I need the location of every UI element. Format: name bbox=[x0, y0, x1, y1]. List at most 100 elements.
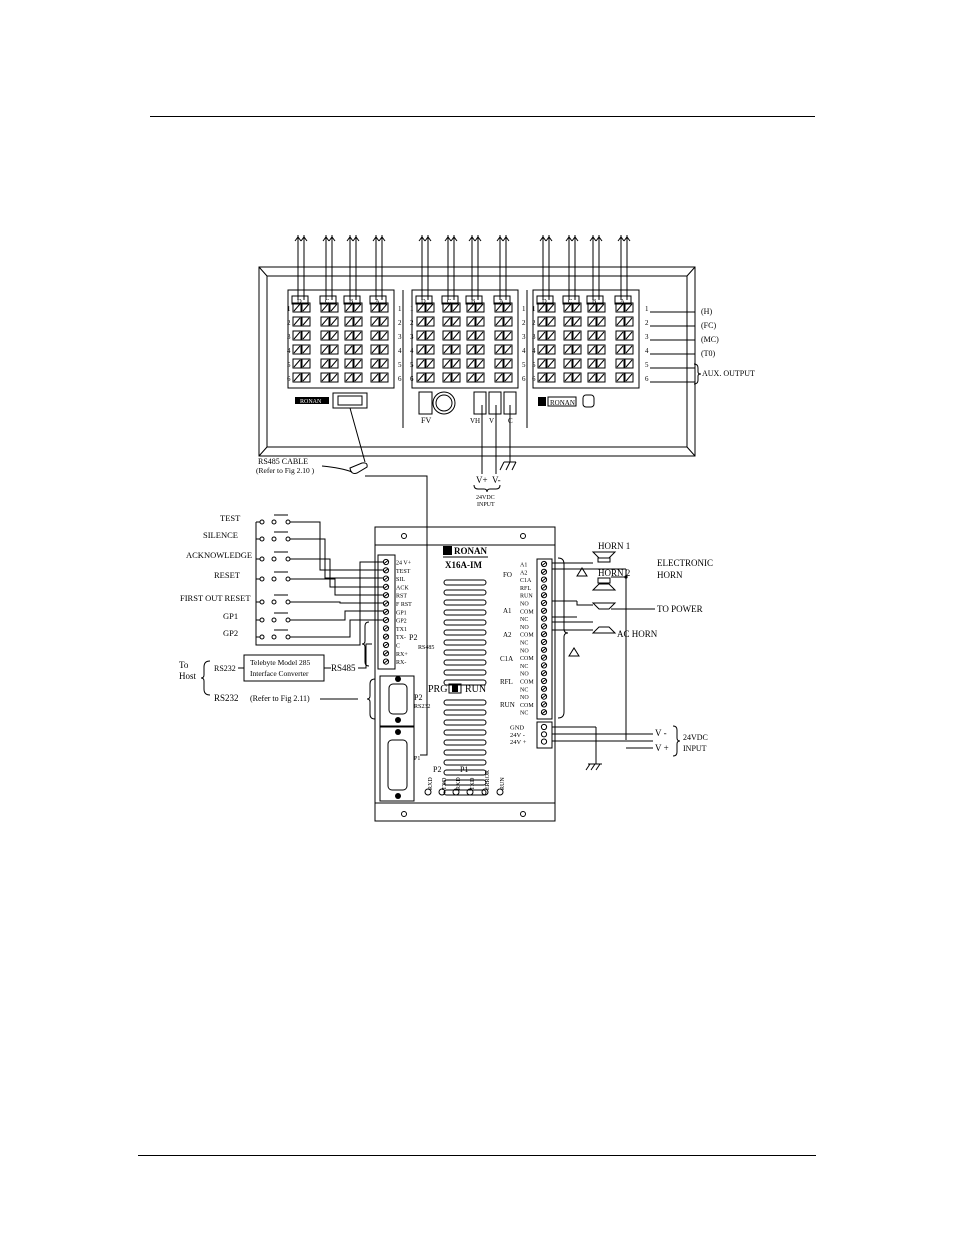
switch-4: RESET bbox=[214, 570, 383, 602]
rs232-top: RS232 bbox=[214, 664, 236, 673]
brand-logo-icon bbox=[538, 397, 546, 406]
power-caption-2: INPUT bbox=[477, 502, 495, 508]
vent-slot bbox=[443, 619, 487, 626]
horn1-icon bbox=[591, 551, 617, 559]
row-label-right: 4 bbox=[398, 347, 402, 355]
db9-connector-small: RONAN bbox=[295, 392, 368, 409]
left-terminal-label: RX- bbox=[396, 660, 406, 666]
column-label: A bbox=[375, 298, 380, 305]
switch-6: GP1 bbox=[223, 610, 383, 637]
right-terminal-label: NO bbox=[520, 695, 529, 701]
rs485-label: RS485 bbox=[418, 645, 434, 651]
led-icon bbox=[496, 788, 504, 796]
p2-label: P2 bbox=[409, 633, 417, 642]
right-terminal-label: NO bbox=[520, 672, 529, 678]
led-label: RUN bbox=[500, 777, 506, 790]
vent-slot bbox=[443, 699, 487, 706]
db25-port-icon bbox=[387, 739, 408, 791]
power-caption-1: 24VDC bbox=[476, 495, 495, 501]
led-label: RXD bbox=[428, 777, 434, 790]
vent-slot bbox=[443, 649, 487, 656]
left-terminal-label: C bbox=[396, 644, 400, 650]
row-label-right: 4 bbox=[522, 347, 526, 355]
rs485-cable: RS485 CABLE (Refer to Fig 2.10 ) bbox=[256, 407, 428, 756]
right-terminal-label: NC bbox=[520, 617, 528, 623]
left-terminal-label: TEST bbox=[396, 569, 411, 575]
row-label-left: 3 bbox=[287, 333, 291, 341]
vh-label: VH bbox=[470, 417, 480, 425]
row-label-left: 5 bbox=[532, 361, 536, 369]
vent-slot bbox=[443, 709, 487, 716]
row-label-left: 4 bbox=[532, 347, 536, 355]
horn1-label: HORN 1 bbox=[598, 541, 630, 551]
right-terminal-label: COM bbox=[520, 656, 534, 662]
switch-1: TEST bbox=[220, 513, 383, 571]
group-fo: FO bbox=[503, 571, 512, 579]
power-out-2: INPUT bbox=[683, 744, 707, 753]
prg-label: PRG bbox=[428, 684, 447, 695]
column-label: A bbox=[499, 298, 504, 305]
right-terminal-label: NC bbox=[520, 711, 528, 717]
module-model: X16A-IM bbox=[445, 560, 482, 570]
electronic-2: HORN bbox=[657, 570, 683, 580]
row-label-right: 3 bbox=[645, 333, 649, 341]
vent-slot bbox=[443, 779, 487, 786]
right-terminal-label: COM bbox=[520, 633, 534, 639]
right-terminal-label: NO bbox=[520, 648, 529, 654]
led-icon bbox=[481, 788, 489, 796]
column-label: C bbox=[447, 298, 451, 305]
row-label-left: 2 bbox=[287, 319, 291, 327]
electronic-1: ELECTRONIC bbox=[657, 558, 713, 568]
led-label: RXD bbox=[456, 777, 462, 790]
vent-slot bbox=[443, 729, 487, 736]
vent-slot bbox=[443, 679, 487, 686]
group-rfl: RFL bbox=[500, 678, 513, 686]
aux-output-label: AUX. OUTPUT bbox=[702, 369, 755, 378]
vent-slot bbox=[443, 609, 487, 616]
switch-3: ACKNOWLEDGE bbox=[186, 550, 383, 588]
rs232-bottom: RS232 bbox=[214, 693, 239, 703]
right-terminal-label: RFL bbox=[520, 586, 531, 592]
column-label: C bbox=[325, 298, 329, 305]
right-terminal-label: NO bbox=[520, 602, 529, 608]
group-c1a: C1A bbox=[500, 655, 513, 663]
row-label-right: 6 bbox=[645, 375, 649, 383]
left-terminal-label: 24 V+ bbox=[396, 561, 412, 567]
row-label-left: 5 bbox=[287, 361, 291, 369]
switch-label: TEST bbox=[220, 513, 241, 523]
right-terminal-label: A2 bbox=[520, 570, 527, 576]
row-label-right: 1 bbox=[522, 305, 526, 313]
vent-slot bbox=[443, 769, 487, 776]
column-label: C bbox=[568, 298, 572, 305]
row-label-right: 5 bbox=[522, 361, 526, 369]
vent-slot bbox=[443, 669, 487, 676]
group-run: RUN bbox=[500, 701, 515, 709]
vent-slot bbox=[443, 749, 487, 756]
p1-label: P1 bbox=[414, 756, 420, 762]
group-a1: A1 bbox=[503, 607, 512, 615]
left-terminal-label: TX- bbox=[396, 635, 406, 641]
row-label-right: 2 bbox=[398, 319, 402, 327]
row-label-right: 3 bbox=[522, 333, 526, 341]
led-label: TXD bbox=[442, 777, 448, 790]
power-terminal-label: 24V - bbox=[510, 732, 525, 739]
row-label-right: 5 bbox=[398, 361, 402, 369]
converter-1: Telebyte Model 285 bbox=[250, 658, 311, 667]
switch-label: ACKNOWLEDGE bbox=[186, 550, 252, 560]
led-icon bbox=[452, 788, 460, 796]
power-out-1: 24VDC bbox=[683, 733, 708, 742]
p2b-label: P2 bbox=[414, 693, 422, 702]
switch-label: SILENCE bbox=[203, 530, 238, 540]
vent-slot bbox=[443, 739, 487, 746]
column-label: D bbox=[421, 298, 426, 305]
ac-horn-icon bbox=[591, 626, 617, 634]
vent-slot bbox=[443, 599, 487, 606]
vent-slot bbox=[443, 579, 487, 586]
right-terminal-label: COM bbox=[520, 703, 534, 709]
row-label-right: 1 bbox=[398, 305, 402, 313]
row-label-right: 6 bbox=[398, 375, 402, 383]
power-terminal-label: 24V + bbox=[510, 739, 527, 746]
